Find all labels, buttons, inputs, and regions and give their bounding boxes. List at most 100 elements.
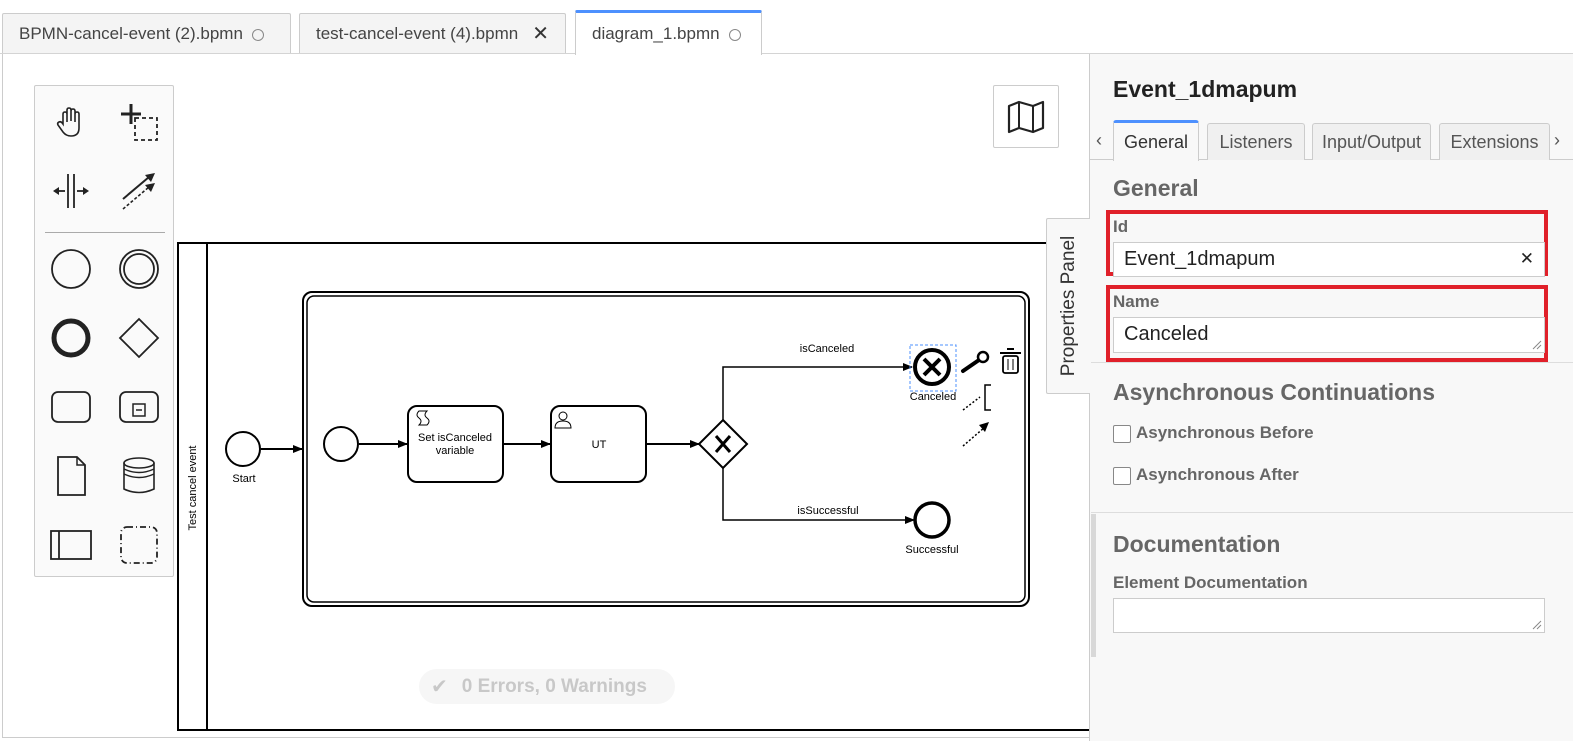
panel-title: Event_1dmapum	[1113, 76, 1298, 102]
space-tool-icon[interactable]	[46, 166, 96, 216]
async-before-label: Asynchronous Before	[1136, 422, 1314, 442]
documentation-section-title: Documentation	[1113, 531, 1281, 557]
tab-label: test-cancel-event (4).bpmn	[316, 24, 519, 43]
tab-diagram-1[interactable]: diagram_1.bpmn	[575, 10, 762, 55]
async-before-row[interactable]: Asynchronous Before	[1113, 422, 1314, 443]
properties-panel-toggle[interactable]: Properties Panel	[1046, 218, 1090, 394]
element-documentation-label: Element Documentation	[1113, 573, 1308, 592]
element-documentation-textarea[interactable]	[1113, 598, 1545, 633]
end-event-tool-icon[interactable]	[46, 313, 96, 363]
selection-outline	[909, 344, 957, 392]
intermediate-event-tool-icon[interactable]	[114, 244, 164, 294]
lint-status-text: 0 Errors, 0 Warnings	[461, 675, 647, 697]
subprocess-tool-icon[interactable]	[114, 382, 164, 432]
async-after-row[interactable]: Asynchronous After	[1113, 464, 1299, 485]
unsaved-indicator-icon	[728, 29, 741, 41]
resize-handle-icon[interactable]	[1532, 340, 1542, 350]
script-task[interactable]	[407, 405, 504, 483]
user-task-label: UT	[592, 439, 607, 451]
tab-test-cancel-event[interactable]: test-cancel-event (4).bpmn ✕	[299, 13, 566, 54]
subprocess-start-event[interactable]	[323, 426, 359, 462]
text-annotation-icon[interactable]	[962, 384, 991, 411]
subprocess[interactable]	[302, 291, 1030, 607]
end-event-successful[interactable]	[913, 501, 951, 539]
clear-id-icon[interactable]: ✕	[1519, 249, 1534, 268]
async-section-title: Asynchronous Continuations	[1113, 379, 1435, 405]
user-task[interactable]	[550, 405, 647, 483]
tab-bar-divider	[0, 53, 1573, 54]
tab-general-label: General	[1123, 131, 1189, 152]
global-connect-tool-icon[interactable]	[114, 166, 164, 216]
script-icon	[416, 410, 430, 426]
section-divider	[1091, 512, 1573, 513]
lint-status[interactable]: ✔ 0 Errors, 0 Warnings	[419, 669, 675, 704]
trash-icon[interactable]	[1000, 348, 1021, 374]
flow-is-canceled-label: isCanceled	[800, 343, 854, 355]
flow-is-successful-label: isSuccessful	[797, 505, 858, 517]
tab-listeners-label: Listeners	[1219, 131, 1293, 152]
tabs-scroll-left-icon[interactable]: ‹	[1096, 130, 1102, 150]
pool-label: Test cancel event	[187, 446, 199, 531]
start-event-tool-icon[interactable]	[46, 244, 96, 294]
gateway-x-icon	[714, 435, 732, 453]
close-tab-icon[interactable]: ✕	[532, 23, 549, 45]
tab-listeners[interactable]: Listeners	[1207, 123, 1305, 160]
properties-tabs: ‹ General Listeners Input/Output Extensi…	[1090, 120, 1573, 161]
sequence-flow-is-canceled[interactable]	[722, 363, 913, 420]
sequence-flow-is-successful[interactable]	[722, 468, 915, 524]
connect-icon[interactable]	[962, 422, 989, 447]
user-icon	[554, 411, 572, 429]
pool-participant[interactable]	[177, 242, 1089, 731]
name-textarea[interactable]: Canceled	[1113, 317, 1545, 353]
data-store-tool-icon[interactable]	[114, 451, 164, 501]
data-object-tool-icon[interactable]	[46, 451, 96, 501]
async-after-label: Asynchronous After	[1136, 464, 1299, 484]
pool-tool-icon[interactable]	[46, 520, 96, 570]
cancel-x-icon	[922, 357, 942, 377]
map-icon	[1007, 100, 1045, 133]
async-before-checkbox[interactable]	[1113, 425, 1131, 443]
end-event-label: Successful	[905, 544, 958, 556]
lasso-tool-icon[interactable]	[114, 97, 164, 147]
tab-label: BPMN-cancel-event (2).bpmn	[19, 24, 243, 43]
check-icon: ✔	[431, 676, 448, 698]
tab-input-output-label: Input/Output	[1321, 131, 1422, 152]
minimap-toggle-button[interactable]	[993, 85, 1059, 148]
resize-handle-icon[interactable]	[1532, 620, 1542, 630]
group-tool-icon[interactable]	[114, 520, 164, 570]
tab-label: diagram_1.bpmn	[592, 24, 720, 43]
diagram-canvas[interactable]: Test cancel event Start Set isCanceled v…	[2, 54, 1089, 738]
bpmn-diagram: Test cancel event Start Set isCanceled v…	[177, 242, 1089, 731]
name-label: Name	[1113, 292, 1160, 311]
file-tab-bar: BPMN-cancel-event (2).bpmn test-cancel-e…	[0, 0, 1573, 55]
palette-separator	[45, 232, 165, 233]
name-highlight-box	[1106, 285, 1548, 362]
tab-input-output[interactable]: Input/Output	[1312, 123, 1431, 160]
task-tool-icon[interactable]	[46, 382, 96, 432]
tab-bpmn-cancel-event[interactable]: BPMN-cancel-event (2).bpmn	[2, 13, 291, 54]
tab-extensions-label: Extensions	[1450, 131, 1539, 152]
gateway-tool-icon[interactable]	[114, 313, 164, 363]
tabs-scroll-right-icon[interactable]: ›	[1554, 130, 1560, 150]
wrench-icon[interactable]	[961, 350, 990, 373]
id-label: Id	[1113, 217, 1129, 236]
name-textarea-value: Canceled	[1124, 323, 1209, 345]
panel-scrollbar[interactable]	[1091, 514, 1096, 657]
unsaved-indicator-icon	[251, 29, 264, 41]
async-after-checkbox[interactable]	[1113, 467, 1131, 485]
hand-tool-icon[interactable]	[46, 97, 96, 147]
id-input[interactable]: Event_1dmapum ✕	[1113, 242, 1545, 277]
properties-panel-toggle-label: Properties Panel	[1057, 235, 1079, 377]
id-input-value: Event_1dmapum	[1124, 248, 1276, 270]
properties-panel: Event_1dmapum ‹ General Listeners Input/…	[1089, 54, 1573, 741]
tab-general[interactable]: General	[1113, 120, 1199, 161]
general-section-title: General	[1113, 175, 1199, 201]
script-task-label-line2: variable	[436, 445, 475, 457]
section-divider	[1091, 362, 1573, 363]
cancel-event-label: Canceled	[910, 391, 956, 403]
script-task-label-line1: Set isCanceled	[418, 432, 492, 444]
tool-palette	[34, 85, 174, 577]
start-event-label: Start	[232, 473, 255, 485]
tab-extensions[interactable]: Extensions	[1439, 123, 1550, 160]
start-event[interactable]	[225, 431, 261, 467]
